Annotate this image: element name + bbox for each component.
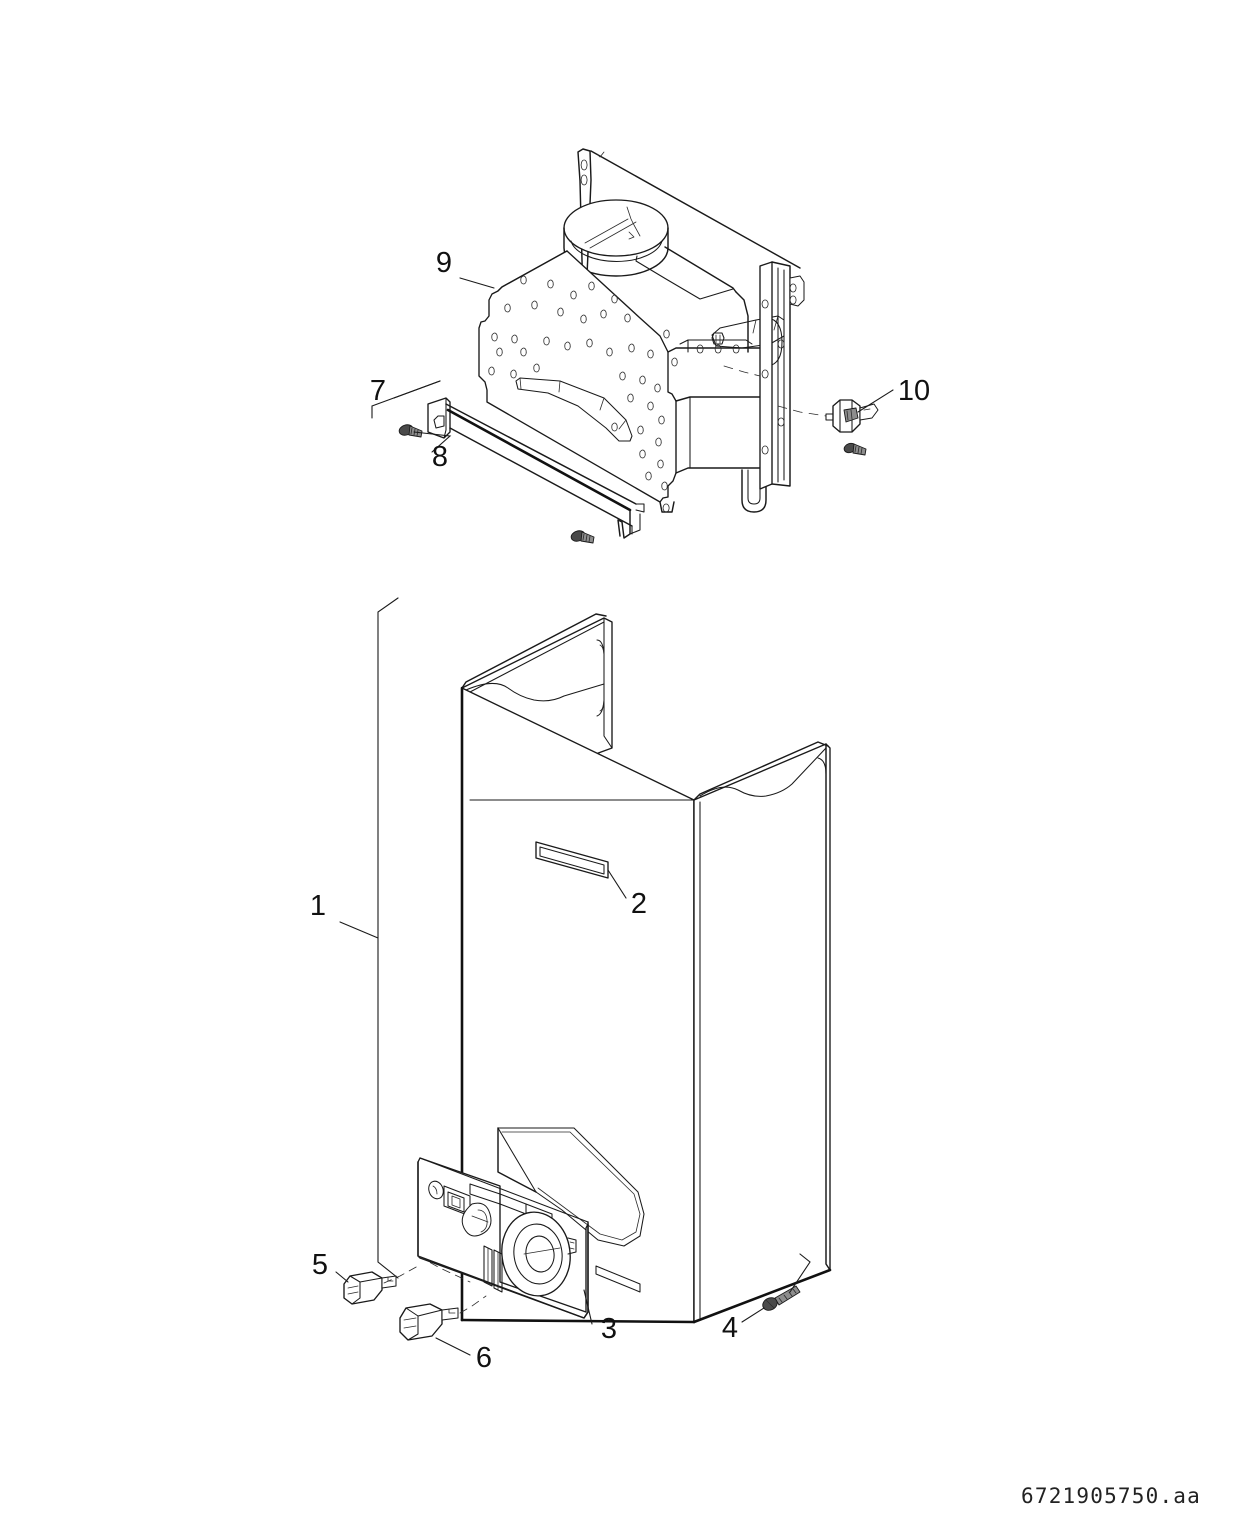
leader-9 (459, 277, 495, 289)
right-mounting-rail (759, 261, 805, 490)
callout-number-10: 10 (898, 375, 930, 407)
leader-1 (339, 921, 379, 939)
callout-number-5: 5 (312, 1249, 328, 1281)
assembly-guide-shelf (723, 365, 761, 377)
callout-numbers: 1 2 3 4 5 6 7 8 9 10 (310, 247, 930, 1374)
chamber-front-body (659, 315, 785, 513)
front-casing-jacket (460, 613, 832, 1324)
callout-number-8: 8 (432, 441, 448, 473)
control-panel-fascia-part3 (417, 1157, 641, 1319)
lower-casing-assembly (343, 613, 832, 1341)
leader-bracket-1 (377, 597, 399, 939)
callout-leaders (335, 277, 894, 1356)
leader-8 (413, 431, 452, 453)
assembly-guide-knob6 (459, 1295, 487, 1314)
assembly-guide-thermostat (777, 405, 827, 417)
rail-fixing-screw-upper (398, 424, 423, 438)
callout-number-1: 1 (310, 890, 326, 922)
leader-5 (335, 1271, 349, 1283)
control-knob-part6 (399, 1303, 459, 1341)
control-knob-part5 (343, 1271, 397, 1305)
lower-knob-boss (501, 1211, 577, 1297)
leader-bracket-7 (371, 380, 441, 419)
assembly-guide-knob5 (383, 1265, 419, 1284)
perforated-side-panel (478, 250, 678, 503)
rail-fixing-screw-lower (570, 530, 595, 544)
upper-combustion-chamber-assembly (398, 148, 879, 544)
nameplate-label-part2 (535, 841, 609, 879)
panel-dimple-holes (488, 275, 678, 491)
callout-number-7: 7 (370, 375, 386, 407)
callout-number-4: 4 (722, 1312, 738, 1344)
callout-number-2: 2 (631, 888, 647, 920)
leader-4b (789, 1253, 811, 1293)
leader-3 (583, 1289, 593, 1325)
leader-4 (741, 1307, 765, 1323)
document-id-label: 6721905750.aa (1021, 1484, 1201, 1508)
leader-2 (607, 869, 627, 899)
viewing-window-cutout (497, 1127, 645, 1247)
assembly-guide-panel (417, 1255, 471, 1283)
callout-number-3: 3 (601, 1313, 617, 1345)
callout-number-9: 9 (436, 247, 452, 279)
limit-thermostat-part10 (825, 399, 879, 456)
leader-6 (435, 1337, 471, 1356)
leader-bracket-1b (377, 937, 399, 1279)
casing-fixing-screw-part4 (762, 1285, 801, 1311)
callout-number-6: 6 (476, 1342, 492, 1374)
leader-10 (857, 389, 894, 413)
flue-collar-ring (563, 199, 669, 277)
